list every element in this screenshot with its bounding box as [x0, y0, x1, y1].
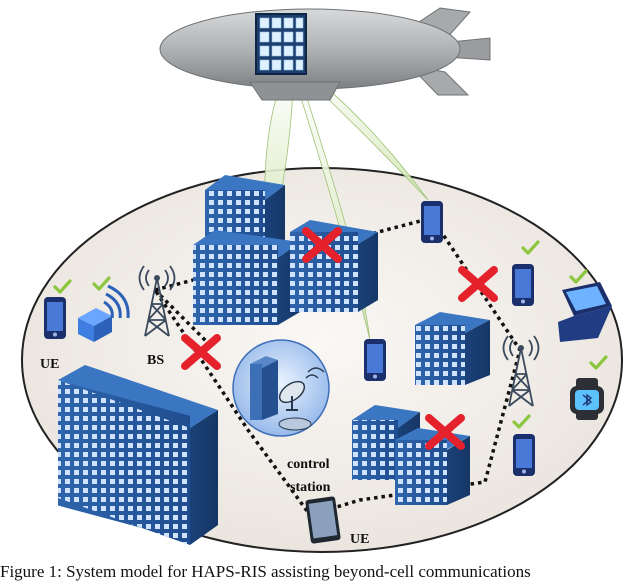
tablet-icon — [305, 496, 341, 544]
airship-hull — [159, 8, 461, 90]
label-control-station-line1: control — [287, 457, 330, 472]
building-right-small — [415, 312, 490, 385]
cell-boundary-left — [152, 215, 522, 518]
label-control-station-line2: station — [290, 480, 331, 495]
figure-caption: Figure 1: System model for HAPS-RIS assi… — [0, 562, 531, 581]
airship-gondola — [249, 81, 341, 101]
iot-device-icon — [78, 284, 130, 342]
ris-elements — [259, 17, 304, 71]
phone-right-upper — [512, 264, 534, 306]
building-large-left — [58, 365, 218, 545]
control-station — [232, 339, 330, 437]
phone-top — [421, 201, 443, 243]
label-ue-left: UE — [40, 357, 59, 372]
label-ue-bottom: UE — [350, 532, 369, 547]
phone-right-lower — [513, 434, 535, 476]
satellite-dish-icon — [278, 367, 325, 411]
haps-airship — [159, 7, 491, 101]
phone-left — [44, 297, 66, 339]
ris-panel — [255, 13, 307, 75]
cell-boundary-inner — [153, 288, 212, 347]
label-bs: BS — [147, 353, 164, 368]
phone-center — [364, 339, 386, 381]
beam-to-top-phone — [295, 67, 429, 201]
cell-boundaries — [152, 215, 522, 518]
laptop-icon — [558, 282, 612, 342]
smartwatch-icon — [570, 378, 604, 420]
